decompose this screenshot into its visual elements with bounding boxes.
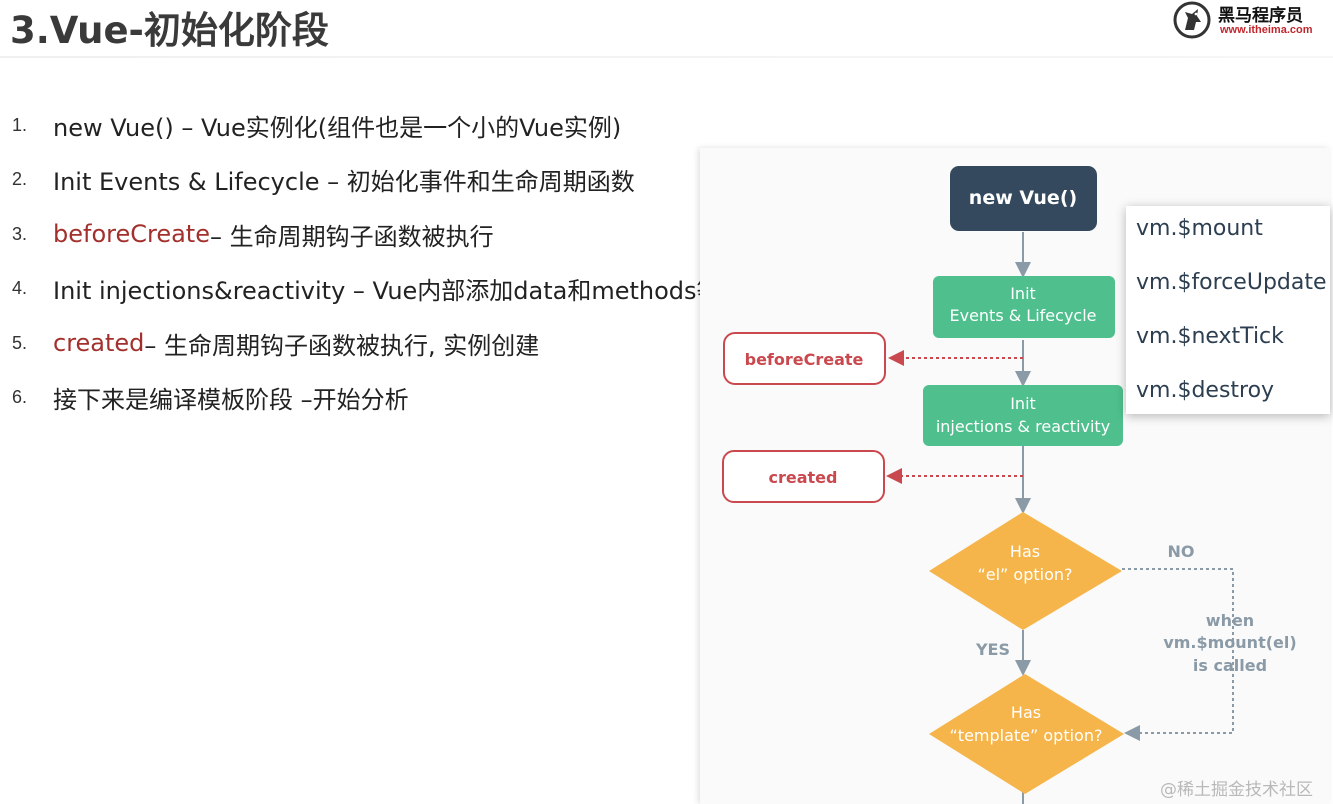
step-text: – 生命周期钩子函数被执行 [209, 222, 494, 251]
step-item: 2. Init Events & Lifecycle – 初始化事件和生命周期函… [12, 153, 721, 208]
step-number: 4. [12, 278, 28, 299]
init-events-node: Init Events & Lifecycle [933, 276, 1115, 338]
before-create-label: beforeCreate [745, 350, 864, 369]
when-label-line1: when [1206, 611, 1254, 630]
has-el-decision: Has “el” option? [929, 512, 1122, 630]
step-text: new Vue() – Vue实例化(组件也是一个小的Vue实例) [53, 113, 622, 142]
horse-head-icon [1173, 1, 1211, 39]
when-label-line3: is called [1193, 656, 1267, 675]
no-label: NO [1168, 542, 1195, 561]
step-item: 4. Init injections&reactivity – Vue内部添加d… [12, 262, 721, 317]
api-method-destroy: vm.$destroy [1136, 378, 1275, 403]
api-method-forceupdate: vm.$forceUpdate [1136, 270, 1327, 295]
before-create-hook: beforeCreate [723, 332, 886, 385]
instance-methods-card: vm.$mount vm.$forceUpdate vm.$nextTick v… [1126, 206, 1330, 414]
init-injections-line2: injections & reactivity [936, 417, 1110, 436]
step-highlight: beforeCreate [53, 220, 210, 249]
created-hook: created [722, 450, 885, 503]
init-events-line2: Events & Lifecycle [949, 306, 1096, 325]
step-item: 5. created – 生命周期钩子函数被执行, 实例创建 [12, 316, 721, 371]
page-title: 3.Vue-初始化阶段 [10, 9, 329, 52]
brand-url: www.itheima.com [1220, 24, 1313, 36]
yes-label: YES [975, 640, 1010, 659]
brand-name: 黑马程序员 [1218, 6, 1303, 26]
step-text: – 生命周期钩子函数被执行, 实例创建 [144, 331, 540, 360]
init-injections-line1: Init [1010, 394, 1036, 413]
step-list: 1. new Vue() – Vue实例化(组件也是一个小的Vue实例) 2. … [12, 98, 721, 425]
created-label: created [769, 468, 838, 487]
step-item: 3. beforeCreate – 生命周期钩子函数被执行 [12, 207, 721, 262]
lifecycle-diagram: new Vue() Init Events & Lifecycle Init i… [700, 148, 1330, 804]
watermark: @稀土掘金技术社区 [1160, 780, 1313, 800]
step-text: Init injections&reactivity – Vue内部添加data… [53, 277, 721, 306]
step-text: 接下来是编译模板阶段 –开始分析 [53, 386, 409, 415]
has-template-line2: “template” option? [950, 726, 1103, 745]
step-text: Init Events & Lifecycle – 初始化事件和生命周期函数 [53, 168, 635, 197]
step-number: 6. [12, 387, 28, 408]
lifecycle-diagram-svg: new Vue() Init Events & Lifecycle Init i… [722, 166, 1297, 804]
has-template-line1: Has [1011, 703, 1041, 722]
brand-logo: 黑马程序员 www.itheima.com [1170, 0, 1330, 44]
new-vue-node: new Vue() [950, 166, 1097, 231]
has-el-line2: “el” option? [977, 565, 1072, 584]
has-template-decision: Has “template” option? [929, 674, 1124, 794]
when-label-line2: vm.$mount(el) [1163, 633, 1296, 652]
no-branch-path [1122, 568, 1234, 741]
step-number: 3. [12, 223, 28, 244]
step-number: 1. [12, 114, 28, 135]
step-item: 1. new Vue() – Vue实例化(组件也是一个小的Vue实例) [12, 98, 721, 153]
new-vue-label: new Vue() [969, 187, 1077, 209]
init-injections-node: Init injections & reactivity [923, 385, 1123, 446]
step-number: 2. [12, 169, 28, 190]
step-highlight: created [53, 329, 145, 358]
step-item: 6. 接下来是编译模板阶段 –开始分析 [12, 371, 721, 426]
has-el-line1: Has [1010, 542, 1040, 561]
header-divider [0, 56, 1333, 58]
init-events-line1: Init [1010, 284, 1036, 303]
api-method-mount: vm.$mount [1136, 216, 1263, 241]
api-method-nexttick: vm.$nextTick [1136, 324, 1284, 349]
step-number: 5. [12, 332, 28, 353]
